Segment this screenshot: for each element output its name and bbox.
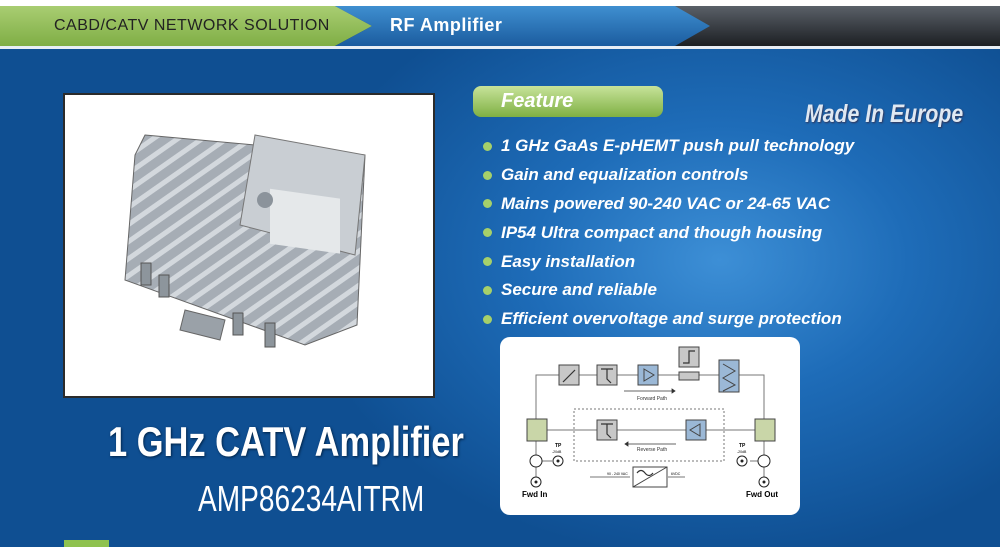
feature-item: Easy installation [483,247,854,276]
product-model: AMP86234AITRM [198,478,425,519]
feature-item: Secure and reliable [483,276,854,305]
fwd-out-label: Fwd Out [746,490,778,499]
tp-left-level: -20dB [552,450,562,454]
psu-output-label: 6VDC [671,472,681,476]
feature-heading: Feature [473,86,663,117]
feature-item: Efficient overvoltage and surge protecti… [483,305,854,334]
feature-item: Mains powered 90-240 VAC or 24-65 VAC [483,190,854,219]
bullet-icon [483,170,492,180]
tp-left-label: TP [555,443,562,449]
feature-item: Gain and equalization controls [483,161,854,190]
feature-list: 1 GHz GaAs E-pHEMT push pull technology … [483,132,854,334]
top-strip [0,0,1000,6]
fwd-in-label: Fwd In [522,490,547,499]
bullet-icon [483,228,492,238]
breadcrumb-section[interactable] [0,6,372,46]
breadcrumb-section-label: CABD/CATV NETWORK SOLUTION [54,17,330,34]
footer-accent [64,540,109,547]
feature-item: 1 GHz GaAs E-pHEMT push pull technology [483,132,854,161]
tp-right-level: -20dB [737,450,747,454]
breadcrumb-current-label: RF Amplifier [390,15,503,35]
block-diagram: Forward Path Reverse Path TP -20dB TP -2… [500,337,800,515]
bullet-icon [483,285,492,295]
tp-right-label: TP [739,443,746,449]
reverse-path-label: Reverse Path [637,447,668,453]
bullet-icon [483,314,492,324]
feature-item: IP54 Ultra compact and though housing [483,218,854,247]
bullet-icon [483,141,492,151]
breadcrumb-current[interactable] [335,6,710,46]
forward-path-label: Forward Path [637,396,667,402]
made-in-label: Made In Europe [805,100,964,128]
bullet-icon [483,199,492,209]
psu-input-label: 90 - 240 VAC [607,472,628,476]
divider [0,46,1000,49]
bullet-icon [483,257,492,267]
product-title: 1 GHz CATV Amplifier [108,418,464,465]
product-photo [63,93,435,398]
